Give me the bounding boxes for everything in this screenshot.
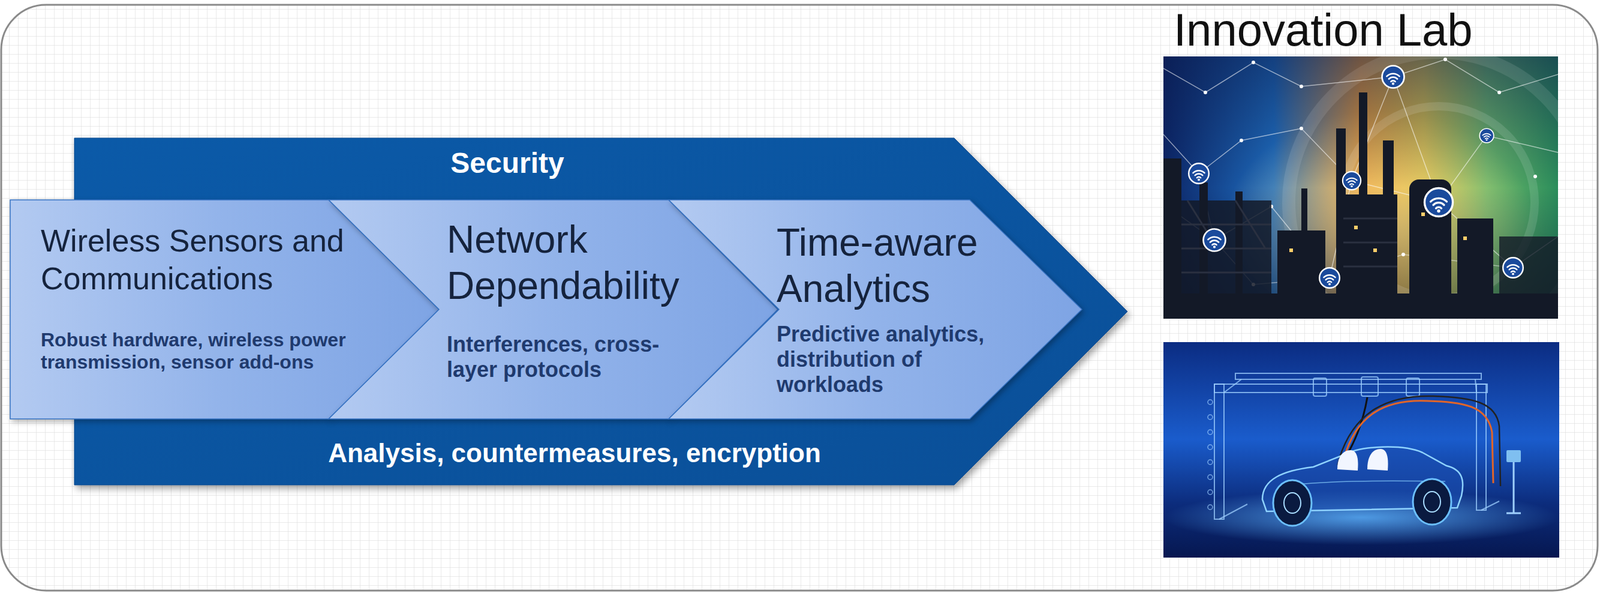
wifi-icon bbox=[1342, 171, 1361, 190]
car-rig-image bbox=[1163, 341, 1560, 558]
wifi-icon bbox=[1502, 257, 1524, 278]
network-line bbox=[1163, 59, 1559, 93]
image-ground bbox=[1163, 56, 1559, 319]
plant-silhouette bbox=[1163, 92, 1559, 319]
step-description: Robust hardware, wireless power transmis… bbox=[40, 328, 365, 374]
wheel-rim bbox=[1283, 492, 1301, 513]
industry-image bbox=[1163, 52, 1589, 353]
car-seat bbox=[1337, 449, 1359, 471]
terminal-stand bbox=[1506, 461, 1521, 513]
gantry-frame bbox=[1214, 373, 1500, 519]
step-description: Predictive analytics, distribution of wo… bbox=[776, 321, 1005, 398]
wifi-icon bbox=[1479, 128, 1494, 143]
wheel bbox=[1273, 479, 1312, 526]
wifi-icon bbox=[1188, 163, 1209, 184]
band-heading: Security bbox=[450, 146, 564, 180]
wheel-rim bbox=[1423, 491, 1441, 512]
chevron-fill bbox=[668, 199, 1082, 419]
car-seat bbox=[1367, 448, 1389, 471]
wifi-icon bbox=[1424, 187, 1453, 216]
step-heading: Time-aware Analytics bbox=[776, 219, 1011, 312]
page-heading: Innovation Lab bbox=[1173, 7, 1473, 53]
frame-dots bbox=[1207, 399, 1213, 510]
step-heading: Wireless Sensors and Communications bbox=[40, 221, 365, 298]
step-description: Interferences, cross-layer protocols bbox=[446, 331, 687, 383]
wifi-icon bbox=[1382, 65, 1405, 89]
process-chevron: Time-aware AnalyticsPredictive analytics… bbox=[668, 199, 1082, 419]
wheel bbox=[1412, 478, 1452, 525]
image-ground bbox=[1163, 341, 1560, 558]
ring bbox=[1288, 56, 1559, 319]
band-body-text: Analysis, countermeasures, encryption bbox=[328, 437, 821, 469]
step-heading: Network Dependability bbox=[446, 216, 735, 309]
wifi-icon bbox=[1203, 229, 1226, 252]
grid-panel bbox=[1, 4, 1598, 591]
image-shade bbox=[1163, 56, 1559, 319]
terminal bbox=[1506, 449, 1521, 462]
scaffold-lines bbox=[1181, 200, 1398, 273]
wifi-icon bbox=[1319, 267, 1340, 288]
plant-lights bbox=[1217, 212, 1467, 252]
security-band: SecurityAnalysis, countermeasures, encry… bbox=[74, 137, 1128, 485]
